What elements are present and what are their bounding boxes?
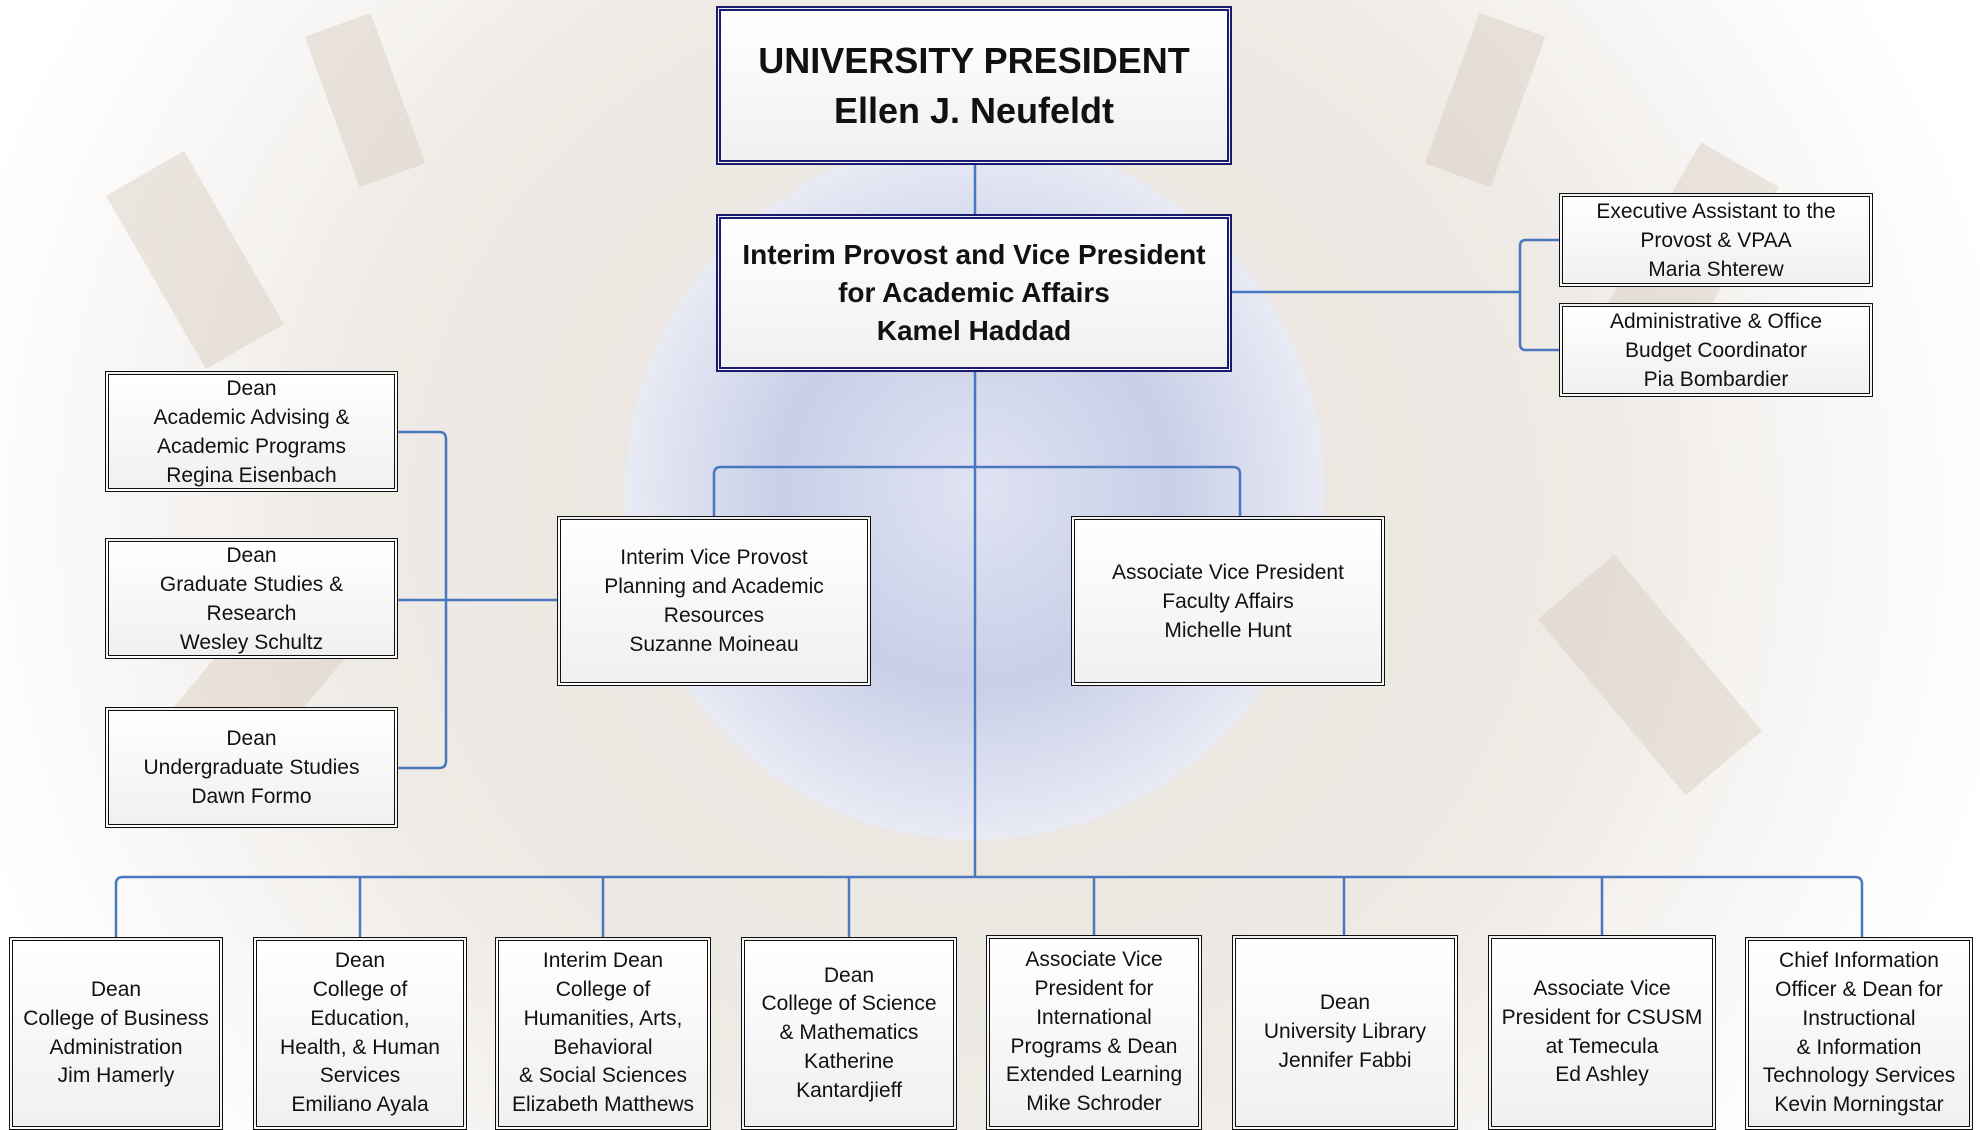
bottom-box-business: Dean College of Business Administration …	[9, 937, 223, 1130]
box-line: President for CSUSM	[1501, 1005, 1703, 1029]
president-title: UNIVERSITY PRESIDENT	[758, 39, 1190, 81]
box-line: Jennifer Fabbi	[1278, 1048, 1412, 1072]
box-line: Administration	[49, 1035, 183, 1059]
box-line: College of	[555, 977, 651, 1001]
connector	[712, 465, 1242, 516]
box-line: Dawn Formo	[191, 785, 312, 808]
bottom-box-temecula: Associate Vice President for CSUSM at Te…	[1488, 935, 1716, 1130]
box-line: Education,	[310, 1006, 410, 1030]
middle-box-vice-provost: Interim Vice Provost Planning and Academ…	[557, 516, 871, 686]
staff-box-executive-assistant: Executive Assistant to the Provost & VPA…	[1559, 193, 1873, 287]
side-dean-box-academic-advising: Dean Academic Advising & Academic Progra…	[105, 371, 398, 492]
box-line: at Temecula	[1545, 1034, 1659, 1058]
box-line: Research	[206, 601, 297, 625]
box-line: Programs & Dean	[1010, 1034, 1178, 1058]
box-line: Health, & Human	[280, 1035, 440, 1059]
box-line: College of Science	[761, 992, 937, 1016]
box-line: College of Business	[23, 1006, 209, 1030]
box-line: Resources	[663, 604, 765, 627]
box-line: Michelle Hunt	[1164, 618, 1292, 642]
box-line: Academic Advising &	[153, 405, 350, 429]
box-line: Dean	[90, 977, 142, 1001]
provost-name: Kamel Haddad	[876, 315, 1072, 346]
president-name: Ellen J. Neufeldt	[833, 89, 1115, 131]
bottom-box-science: Dean College of Science & Mathematics Ka…	[741, 937, 957, 1130]
box-line: College of	[312, 977, 408, 1001]
box-line: Dean	[226, 727, 277, 750]
provost-title-line1: Interim Provost and Vice President	[742, 239, 1206, 270]
box-line: Wesley Schultz	[179, 630, 324, 654]
box-line: Maria Shterew	[1648, 257, 1784, 281]
bottom-box-international: Associate Vice President for Internation…	[986, 935, 1202, 1130]
box-line: Planning and Academic	[604, 575, 824, 598]
box-line: Pia Bombardier	[1643, 367, 1789, 391]
box-line: Jim Hamerly	[57, 1064, 175, 1088]
box-line: President for	[1034, 976, 1154, 1000]
bottom-box-information-technology: Chief Information Officer & Dean for Ins…	[1745, 937, 1973, 1130]
middle-box-faculty-affairs: Associate Vice President Faculty Affairs…	[1071, 516, 1385, 686]
bottom-box-education: Dean College of Education, Health, & Hum…	[253, 937, 467, 1130]
box-line: Dean	[823, 963, 875, 987]
box-line: Humanities, Arts,	[523, 1006, 683, 1030]
provost-box: Interim Provost and Vice President for A…	[716, 214, 1232, 372]
staff-box-budget-coordinator: Administrative & Office Budget Coordinat…	[1559, 303, 1873, 397]
box-line: Kevin Morningstar	[1774, 1093, 1944, 1117]
box-line: Dean	[226, 543, 277, 567]
box-line: Associate Vice President	[1112, 560, 1344, 584]
box-line: Kantardjieff	[796, 1078, 902, 1102]
bottom-box-humanities: Interim Dean College of Humanities, Arts…	[495, 937, 711, 1130]
box-line: Associate Vice	[1025, 948, 1163, 972]
box-line: Suzanne Moineau	[629, 633, 799, 656]
provost-title-line2: for Academic Affairs	[838, 277, 1110, 308]
box-line: Undergraduate Studies	[143, 756, 360, 779]
box-line: Emiliano Ayala	[291, 1093, 429, 1117]
box-line: Chief Information	[1779, 949, 1939, 973]
box-line: Interim Dean	[542, 949, 664, 973]
box-line: Instructional	[1802, 1006, 1916, 1030]
box-line: Ed Ashley	[1555, 1063, 1649, 1087]
box-line: Dean	[1319, 991, 1371, 1015]
box-line: Katherine	[804, 1049, 894, 1073]
box-line: Academic Programs	[156, 434, 347, 458]
box-line: Elizabeth Matthews	[511, 1093, 695, 1117]
box-line: Faculty Affairs	[1162, 589, 1294, 613]
side-dean-box-graduate-studies: Dean Graduate Studies & Research Wesley …	[105, 538, 398, 659]
box-line: Executive Assistant to the	[1596, 199, 1836, 223]
box-line: Mike Schroder	[1026, 1092, 1162, 1116]
box-line: & Information	[1796, 1035, 1922, 1059]
box-line: International	[1036, 1005, 1152, 1029]
box-line: Graduate Studies &	[159, 572, 344, 596]
box-line: & Mathematics	[779, 1021, 919, 1045]
box-line: Budget Coordinator	[1624, 338, 1808, 362]
side-dean-box-undergraduate-studies: Dean Undergraduate Studies Dawn Formo	[105, 707, 398, 828]
box-line: Technology Services	[1762, 1064, 1956, 1088]
box-line: Interim Vice Provost	[620, 546, 808, 569]
box-line: Extended Learning	[1005, 1063, 1183, 1087]
box-line: & Social Sciences	[518, 1064, 688, 1088]
president-box: UNIVERSITY PRESIDENT Ellen J. Neufeldt	[716, 6, 1232, 165]
box-line: Provost & VPAA	[1640, 228, 1792, 252]
box-line: Administrative & Office	[1609, 309, 1823, 333]
connector	[1518, 238, 1559, 352]
connector	[114, 875, 1864, 937]
box-line: Dean	[226, 376, 277, 400]
box-line: Regina Eisenbach	[166, 463, 337, 487]
box-line: Behavioral	[553, 1035, 653, 1059]
box-line: University Library	[1263, 1020, 1427, 1044]
box-line: Officer & Dean for	[1775, 977, 1943, 1001]
box-line: Dean	[334, 949, 386, 973]
box-line: Services	[319, 1064, 401, 1088]
bottom-box-library: Dean University Library Jennifer Fabbi	[1232, 935, 1458, 1130]
box-line: Associate Vice	[1533, 976, 1671, 1000]
connector	[398, 430, 448, 770]
